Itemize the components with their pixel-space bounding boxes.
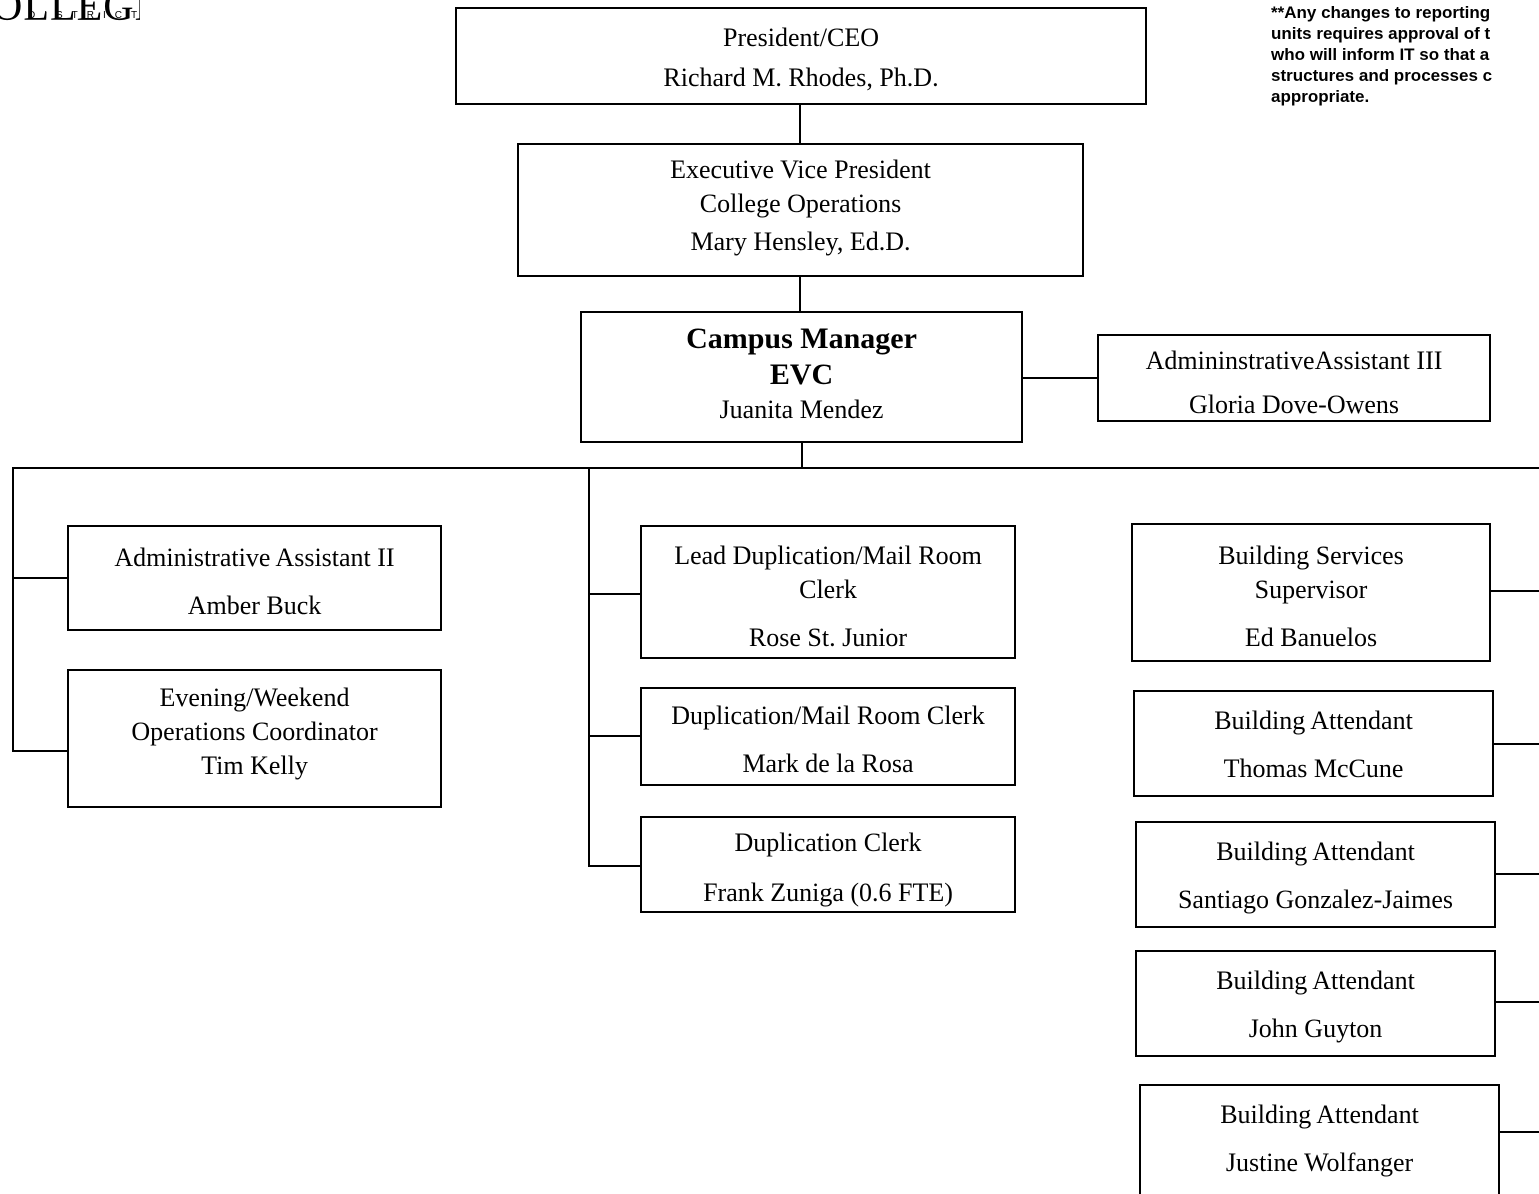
position-title: Executive Vice President College Operati… xyxy=(670,155,931,218)
college-logo: OLLEGE DISTRICT xyxy=(0,0,140,44)
logo-wordmark: OLLEGE xyxy=(0,0,140,30)
person-name: Mary Hensley, Ed.D. xyxy=(690,227,911,256)
position-title: Building Attendant xyxy=(1220,1100,1419,1129)
position-title: Building Services Supervisor xyxy=(1218,541,1404,604)
logo-subtext: DISTRICT xyxy=(28,10,140,21)
building-attendant-box: Building Attendant John Guyton xyxy=(1135,950,1496,1057)
admin-assistant-iii-box: AdmininstrativeAssistant III Gloria Dove… xyxy=(1097,334,1491,422)
position-title: Duplication Clerk xyxy=(734,828,922,857)
connector xyxy=(799,104,801,144)
person-name: Amber Buck xyxy=(187,591,322,620)
evening-weekend-coordinator-box: Evening/Weekend Operations Coordinator T… xyxy=(67,669,442,808)
person-name: Ed Banuelos xyxy=(1244,623,1378,652)
position-title: AdmininstrativeAssistant III xyxy=(1145,346,1443,375)
connector xyxy=(588,865,641,867)
position-title: President/CEO xyxy=(723,23,879,52)
building-services-supervisor-box: Building Services Supervisor Ed Banuelos xyxy=(1131,523,1491,662)
building-attendant-box: Building Attendant Thomas McCune xyxy=(1133,690,1494,797)
admin-assistant-ii-box: Administrative Assistant II Amber Buck xyxy=(67,525,442,631)
lead-duplication-clerk-box: Lead Duplication/Mail Room Clerk Rose St… xyxy=(640,525,1016,659)
connector xyxy=(1493,743,1539,745)
connector xyxy=(1495,1001,1539,1003)
connector xyxy=(588,467,590,867)
position-title: Evening/Weekend Operations Coordinator xyxy=(131,683,378,746)
connector xyxy=(801,442,803,468)
person-name: Mark de la Rosa xyxy=(742,749,914,778)
campus-manager-box: Campus Manager EVC Juanita Mendez xyxy=(580,311,1023,443)
person-name: Richard M. Rhodes, Ph.D. xyxy=(663,63,939,92)
connector xyxy=(1022,377,1098,379)
connector xyxy=(1498,1131,1539,1133)
connector xyxy=(799,276,801,312)
person-name: John Guyton xyxy=(1248,1014,1383,1043)
position-title: Building Attendant xyxy=(1216,966,1415,995)
connector xyxy=(12,467,14,752)
person-name: Rose St. Junior xyxy=(748,623,908,652)
connector xyxy=(12,467,1539,469)
approval-note: **Any changes to reporting units require… xyxy=(1271,3,1493,106)
connector xyxy=(588,593,641,595)
person-name: Justine Wolfanger xyxy=(1225,1148,1414,1177)
person-name: Gloria Dove-Owens xyxy=(1188,390,1400,419)
connector xyxy=(12,750,68,752)
building-attendant-box: Building Attendant Santiago Gonzalez-Jai… xyxy=(1135,821,1496,928)
person-name: Juanita Mendez xyxy=(719,395,884,424)
connector xyxy=(588,735,641,737)
duplication-clerk-box: Duplication Clerk Frank Zuniga (0.6 FTE) xyxy=(640,816,1016,913)
position-title: Campus Manager EVC xyxy=(686,322,917,391)
position-title: Building Attendant xyxy=(1214,706,1413,735)
position-title: Lead Duplication/Mail Room Clerk xyxy=(674,541,982,604)
position-title: Building Attendant xyxy=(1216,837,1415,866)
building-attendant-box: Building Attendant Justine Wolfanger xyxy=(1139,1084,1500,1194)
connector xyxy=(12,577,68,579)
person-name: Thomas McCune xyxy=(1223,754,1404,783)
duplication-mail-clerk-box: Duplication/Mail Room Clerk Mark de la R… xyxy=(640,687,1016,786)
executive-vp-box: Executive Vice President College Operati… xyxy=(517,143,1084,277)
position-title: Duplication/Mail Room Clerk xyxy=(671,701,985,730)
position-title: Administrative Assistant II xyxy=(114,543,395,572)
person-name: Frank Zuniga (0.6 FTE) xyxy=(703,878,953,907)
president-box: President/CEO Richard M. Rhodes, Ph.D. xyxy=(455,7,1147,105)
person-name: Tim Kelly xyxy=(201,751,308,780)
connector xyxy=(1495,873,1539,875)
connector xyxy=(1490,590,1539,592)
person-name: Santiago Gonzalez-Jaimes xyxy=(1177,885,1454,914)
